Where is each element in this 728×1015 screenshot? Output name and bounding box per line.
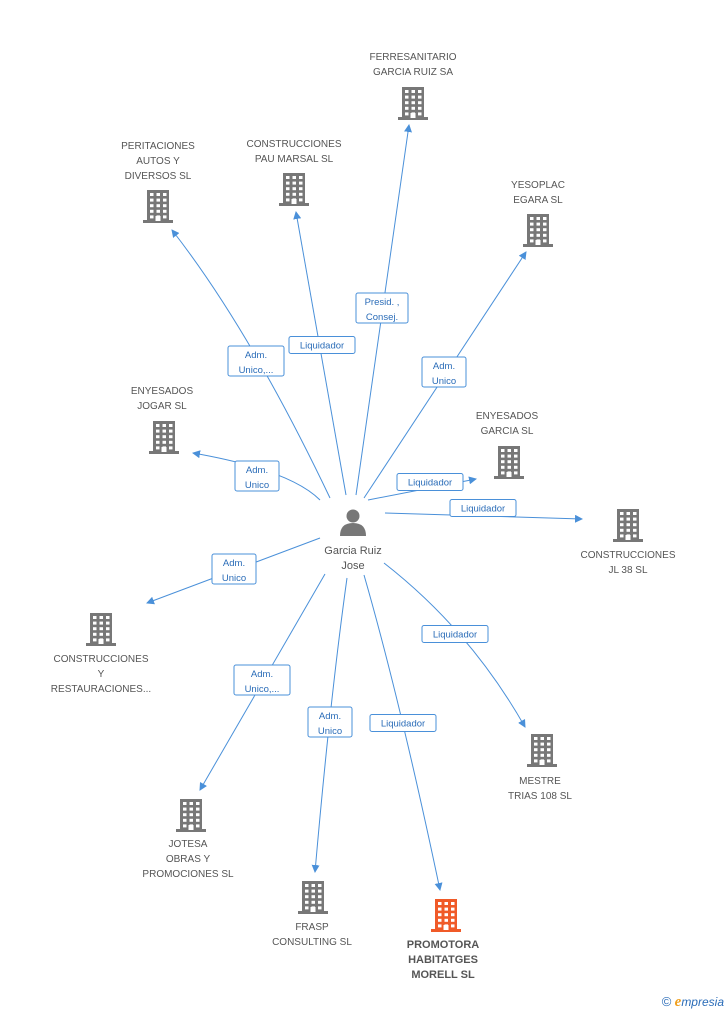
company-label-line: CONSULTING SL — [272, 937, 352, 948]
company-label-line: YESOPLAC — [511, 180, 565, 191]
nodes-layer: FERRESANITARIO GARCIA RUIZ SA PERITACIONES… — [51, 52, 676, 981]
role-badge-peritaciones[interactable]: Adm. Unico,... — [227, 345, 285, 377]
company-label-line: GARCIA SL — [481, 426, 534, 437]
person-label-line: Garcia Ruiz — [324, 545, 381, 557]
company-label-line: ENYESADOS — [131, 386, 194, 397]
company-label-line: PROMOTORA — [407, 939, 480, 951]
role-label-line: Adm. — [251, 669, 273, 680]
company-label-line: ENYESADOS — [476, 411, 539, 422]
role-badge-enyesados-jogar[interactable]: Adm. Unico — [234, 460, 280, 492]
role-label-line: Unico — [245, 480, 269, 491]
company-label-line: Y — [98, 669, 105, 680]
company-label-line: EGARA SL — [513, 195, 563, 206]
building-icon — [298, 881, 328, 914]
role-badge-promotora[interactable]: Liquidador — [369, 714, 437, 732]
role-label-line: Adm. — [433, 361, 455, 372]
role-label-line: Liquidador — [381, 719, 425, 730]
role-badge-jl38[interactable]: Liquidador — [449, 499, 517, 517]
building-icon — [398, 87, 428, 120]
role-label-line: Adm. — [246, 465, 268, 476]
company-label-line: CONSTRUCCIONES — [246, 139, 341, 150]
role-badge-ferresanitario[interactable]: Presid. , Consej. — [355, 292, 409, 324]
edges-layer — [146, 124, 583, 891]
company-label-line: JL 38 SL — [608, 565, 648, 576]
company-label-line: DIVERSOS SL — [125, 171, 192, 182]
role-badge-yesoplac[interactable]: Adm. Unico — [421, 356, 467, 388]
company-label-line: RESTAURACIONES... — [51, 684, 151, 695]
company-label-line: JOGAR SL — [137, 401, 187, 412]
company-label-line: HABITATGES — [408, 954, 478, 966]
company-label-line: OBRAS Y — [166, 854, 211, 865]
company-label-line: PAU MARSAL SL — [255, 154, 334, 165]
person-label-line: Jose — [341, 560, 364, 572]
role-label-line: Liquidador — [408, 478, 452, 489]
company-node-mestre[interactable]: MESTRE TRIAS 108 SL — [508, 734, 572, 802]
company-node-yesoplac[interactable]: YESOPLAC EGARA SL — [511, 180, 565, 247]
company-node-ferresanitario[interactable]: FERRESANITARIO GARCIA RUIZ SA — [369, 52, 457, 120]
role-badge-mestre[interactable]: Liquidador — [421, 625, 489, 643]
company-label-line: MESTRE — [519, 776, 561, 787]
company-node-jl38[interactable]: CONSTRUCCIONES JL 38 SL — [580, 509, 676, 576]
company-label-line: PERITACIONES — [121, 141, 195, 152]
role-badge-jotesa[interactable]: Adm. Unico,... — [233, 664, 291, 696]
company-node-pau-marsal[interactable]: CONSTRUCCIONES PAU MARSAL SL — [246, 139, 342, 206]
edge-mestre — [383, 562, 526, 728]
company-label-line: CONSTRUCCIONES — [580, 550, 675, 561]
company-node-enyesados-garcia[interactable]: ENYESADOS GARCIA SL — [476, 411, 539, 479]
company-node-frasp[interactable]: FRASP CONSULTING SL — [272, 881, 352, 948]
company-label-line: CONSTRUCCIONES — [53, 654, 148, 665]
company-label-line: MORELL SL — [411, 969, 475, 981]
building-icon — [279, 173, 309, 206]
company-node-enyesados-jogar[interactable]: ENYESADOS JOGAR SL — [131, 386, 194, 454]
building-icon — [613, 509, 643, 542]
company-node-jotesa[interactable]: JOTESA OBRAS Y PROMOCIONES SL — [142, 799, 234, 880]
role-label-line: Adm. — [319, 711, 341, 722]
building-icon — [143, 190, 173, 223]
role-label-line: Unico — [318, 726, 342, 737]
role-label-line: Unico,... — [239, 365, 274, 376]
role-badge-enyesados-garcia[interactable]: Liquidador — [396, 473, 464, 491]
copyright-footer[interactable]: © empresia — [662, 994, 724, 1011]
company-node-promotora[interactable]: PROMOTORA HABITATGES MORELL SL — [407, 899, 480, 981]
company-label-line: JOTESA — [169, 839, 208, 850]
role-label-line: Liquidador — [433, 630, 477, 641]
company-node-peritaciones[interactable]: PERITACIONES AUTOS Y DIVERSOS SL — [121, 141, 195, 223]
role-badge-restauraciones[interactable]: Adm. Unico — [211, 553, 257, 585]
company-node-restauraciones[interactable]: CONSTRUCCIONES Y RESTAURACIONES... — [51, 613, 151, 695]
copyright-symbol: © — [661, 994, 672, 1009]
role-label-line: Liquidador — [461, 504, 505, 515]
role-label-line: Unico — [222, 573, 246, 584]
building-icon — [494, 446, 524, 479]
role-badge-pau-marsal[interactable]: Liquidador — [288, 336, 356, 354]
company-label-line: GARCIA RUIZ SA — [373, 67, 453, 78]
building-icon — [176, 799, 206, 832]
person-icon — [340, 509, 366, 536]
building-icon — [527, 734, 557, 767]
company-label-line: FERRESANITARIO — [369, 52, 456, 63]
role-label-line: Adm. — [223, 558, 245, 569]
company-label-line: AUTOS Y — [136, 156, 180, 167]
brand-logo-initial: e — [674, 994, 682, 1010]
role-label-line: Consej. — [366, 312, 398, 323]
building-icon — [149, 421, 179, 454]
building-icon — [86, 613, 116, 646]
role-label-line: Unico,... — [245, 684, 280, 695]
role-badge-frasp[interactable]: Adm. Unico — [307, 706, 353, 738]
role-label-line: Presid. , — [365, 297, 400, 308]
building-icon — [431, 899, 461, 932]
edge-promotora — [363, 574, 443, 891]
roles-layer: Presid. ,Consej.Adm.Unico,...LiquidadorA… — [211, 292, 517, 738]
role-label-line: Adm. — [245, 350, 267, 361]
role-label-line: Liquidador — [300, 341, 344, 352]
role-label-line: Unico — [432, 376, 456, 387]
company-label-line: FRASP — [295, 922, 329, 933]
company-label-line: PROMOCIONES SL — [142, 869, 234, 880]
company-label-line: TRIAS 108 SL — [508, 791, 572, 802]
brand-logo-text: mpresia — [681, 995, 724, 1009]
building-icon — [523, 214, 553, 247]
